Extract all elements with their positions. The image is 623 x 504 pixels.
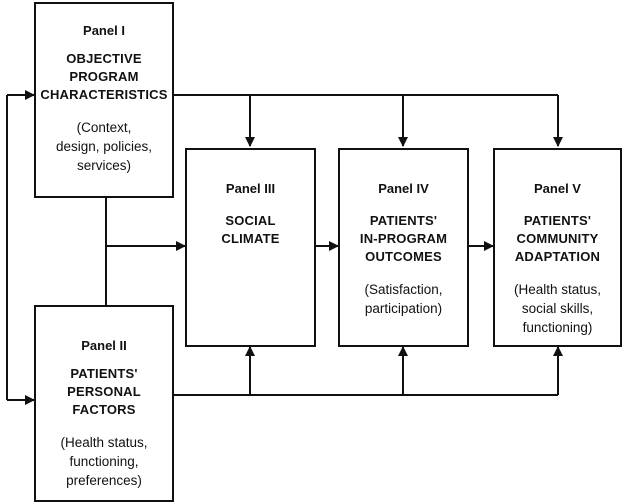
panel-ii-heading-1: PATIENTS'	[70, 366, 138, 381]
panel-i-desc-1: (Context,	[76, 120, 132, 135]
panel-iii-heading-2: CLIMATE	[221, 231, 280, 246]
panel-ii-heading-3: FACTORS	[72, 402, 136, 417]
panel-iii-heading-1: SOCIAL	[225, 213, 276, 228]
panel-v-heading-2: COMMUNITY	[516, 231, 599, 246]
panel-ii-desc-3: preferences)	[66, 473, 142, 488]
panel-iv-heading-1: PATIENTS'	[369, 213, 438, 228]
panel-i-desc-2: design, policies,	[55, 139, 153, 154]
panel-iv-desc-2: participation)	[364, 301, 443, 316]
panel-i-desc-3: services)	[76, 158, 131, 173]
panel-iv-heading-3: OUTCOMES	[365, 249, 442, 264]
panel-i-heading-1: OBJECTIVE	[66, 51, 142, 66]
panel-i-heading-3: CHARACTERISTICS	[39, 87, 169, 102]
panel-v-desc-1: (Health status,	[513, 282, 602, 297]
panel-ii-desc-2: functioning,	[69, 454, 139, 469]
panel-ii-desc-1: (Health status,	[60, 435, 148, 450]
panel-iii-label: Panel III	[225, 181, 276, 196]
panel-ii-heading-2: PERSONAL	[67, 384, 141, 399]
panel-v-desc-2: social skills,	[521, 301, 594, 316]
panel-v-box: Panel V PATIENTS' COMMUNITY ADAPTATION (…	[493, 148, 622, 347]
panel-iv-label: Panel IV	[378, 181, 429, 196]
panel-ii-label: Panel II	[81, 338, 127, 353]
panel-iv-heading-2: IN-PROGRAM	[359, 231, 448, 246]
panel-v-label: Panel V	[534, 181, 581, 196]
panel-ii-box: Panel II PATIENTS' PERSONAL FACTORS (Hea…	[34, 305, 174, 502]
panel-iii-box: Panel III SOCIAL CLIMATE	[185, 148, 316, 347]
panel-v-desc-3: functioning)	[522, 320, 593, 335]
panel-v-heading-1: PATIENTS'	[523, 213, 592, 228]
panel-iv-box: Panel IV PATIENTS' IN-PROGRAM OUTCOMES (…	[338, 148, 469, 347]
panel-iv-desc-1: (Satisfaction,	[364, 282, 443, 297]
panel-i-box: Panel I OBJECTIVE PROGRAM CHARACTERISTIC…	[34, 2, 174, 198]
panel-i-label: Panel I	[83, 23, 125, 38]
panel-i-heading-2: PROGRAM	[69, 69, 139, 84]
panel-v-heading-3: ADAPTATION	[514, 249, 601, 264]
